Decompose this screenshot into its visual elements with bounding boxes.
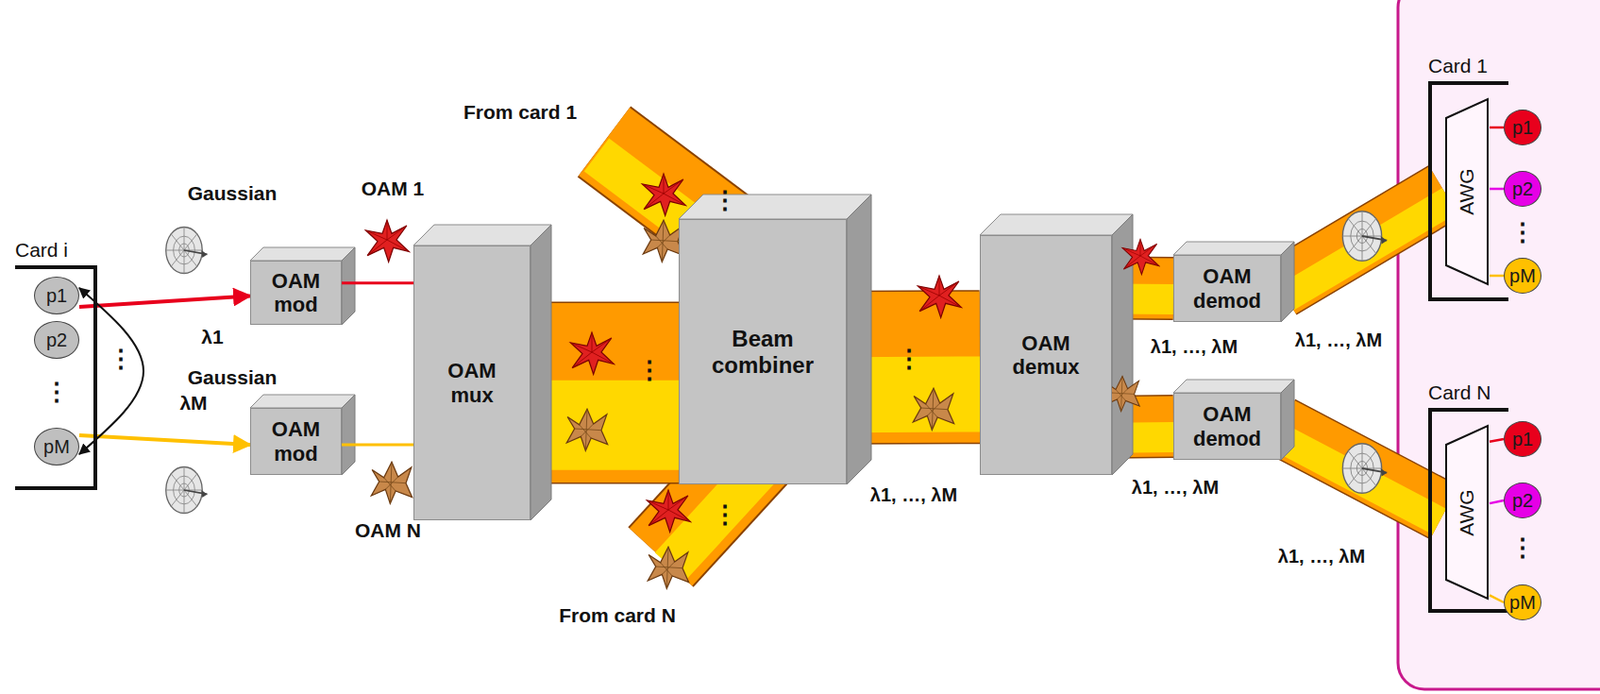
node-label: p2	[1512, 489, 1533, 512]
device-box: OAM demod	[1173, 254, 1281, 322]
annotation: ⋮	[712, 186, 738, 215]
signal-line	[1489, 126, 1504, 130]
wavelength-label: λ1, …, λM	[867, 484, 960, 506]
node-label: AWG	[1455, 168, 1479, 215]
annotation: ⋮	[108, 345, 134, 373]
processor-circle: p2	[1503, 482, 1542, 519]
oam-mode-icon	[912, 387, 954, 430]
signal-arrow	[79, 287, 144, 455]
node-label: OAM demod	[1186, 402, 1268, 451]
box-3d-face	[1173, 241, 1295, 322]
device-box: Beam combiner	[678, 218, 847, 485]
device-box: OAM mod	[250, 260, 342, 325]
signal-arrow	[79, 435, 251, 445]
beam-tube	[1280, 191, 1450, 298]
wavelength-label: λM	[179, 391, 207, 414]
node-label: OAM mux	[434, 358, 510, 407]
awg-router: AWG	[1444, 423, 1490, 601]
processor-circle: p1	[1503, 109, 1542, 146]
box-3d-face	[250, 247, 355, 325]
oam-mode-icon	[642, 173, 687, 216]
node-label: pM	[1509, 591, 1536, 614]
oam-mode-icon	[370, 461, 412, 504]
card-heading: Card i	[15, 238, 68, 262]
annotation: ⋮	[1510, 218, 1535, 247]
wavelength-label: λ1, …, λM	[1147, 336, 1241, 357]
annotation: From card 1	[463, 101, 577, 123]
wavelength-label: λ1, …, λM	[1128, 476, 1222, 498]
oam-mode-icon	[1122, 239, 1160, 275]
signal-line	[341, 442, 414, 446]
gaussian-beam-icon	[1342, 443, 1387, 494]
node-label: p1	[1512, 428, 1533, 451]
signal-line	[1489, 274, 1504, 278]
oam-mode-icon	[647, 489, 691, 532]
oam-mode-icon	[366, 219, 410, 262]
device-box: OAM demux	[979, 235, 1112, 475]
signal-line	[1489, 500, 1504, 504]
node-label: pM	[1509, 265, 1536, 287]
oam-mode-icon	[571, 332, 615, 374]
node-label: OAM mod	[258, 417, 335, 466]
node-label: p1	[46, 285, 68, 307]
awg-router: AWG	[1444, 97, 1490, 287]
node-label: p2	[1512, 178, 1533, 201]
processor-circle: pM	[1503, 584, 1542, 621]
annotation: OAM 1	[361, 177, 425, 200]
device-box: OAM demod	[1173, 392, 1281, 460]
oam-mode-icon	[918, 275, 962, 318]
gaussian-beam-icon	[1342, 211, 1387, 262]
signal-line	[1489, 438, 1504, 442]
node-label: p2	[46, 329, 68, 352]
processor-circle: p2	[33, 320, 80, 359]
signal-line	[341, 281, 414, 285]
node-label: OAM mod	[258, 269, 335, 318]
device-box: OAM mux	[413, 245, 531, 521]
processor-circle: p1	[33, 276, 80, 315]
annotation: ⋮	[712, 501, 738, 529]
line-card: AWGp1p2pMCard 1	[1428, 81, 1509, 302]
annotation: From card N	[558, 604, 676, 626]
box-3d-face	[1173, 379, 1295, 460]
signal-arrow	[79, 295, 251, 307]
annotation: OAM N	[354, 519, 422, 541]
node-label: AWG	[1455, 488, 1479, 536]
annotation: ⋮	[896, 345, 922, 373]
oam-mode-icon	[647, 546, 689, 589]
processor-circle: pM	[1503, 257, 1542, 294]
box-3d-face	[678, 194, 872, 485]
gaussian-beam-icon	[166, 467, 208, 514]
wavelength-label: λ1	[201, 325, 223, 348]
receiver-region	[1397, 0, 1600, 690]
annotation: Gaussian	[187, 182, 278, 204]
node-label: Beam combiner	[706, 325, 820, 378]
card-heading: Card N	[1428, 381, 1492, 405]
beam-tube	[1276, 426, 1445, 523]
device-box: OAM mod	[250, 407, 342, 475]
box-3d-face	[413, 224, 552, 521]
line-card: AWGp1p2pMCard N	[1428, 407, 1509, 613]
processor-circle: p2	[1503, 170, 1542, 207]
processor-circle: p1	[1503, 421, 1542, 457]
node-label: OAM demod	[1186, 264, 1268, 313]
gaussian-beam-icon	[166, 227, 208, 274]
signal-line	[1489, 594, 1504, 603]
annotation: ⋮	[637, 356, 662, 385]
annotation: ⋮	[44, 378, 69, 406]
wavelength-label: λ1, …, λM	[1292, 329, 1385, 351]
signal-line	[1489, 187, 1504, 191]
node-label: OAM demux	[1003, 331, 1089, 380]
annotation: Gaussian	[187, 366, 278, 388]
wavelength-label: λ1, …, λM	[1275, 545, 1368, 567]
processor-circle: pM	[33, 427, 80, 466]
node-label: pM	[43, 436, 70, 458]
node-label: p1	[1512, 117, 1533, 139]
annotation: ⋮	[1510, 534, 1535, 562]
box-3d-face	[250, 394, 355, 475]
card-heading: Card 1	[1428, 54, 1488, 78]
box-3d-face	[979, 214, 1133, 475]
oam-mode-icon	[566, 408, 607, 451]
